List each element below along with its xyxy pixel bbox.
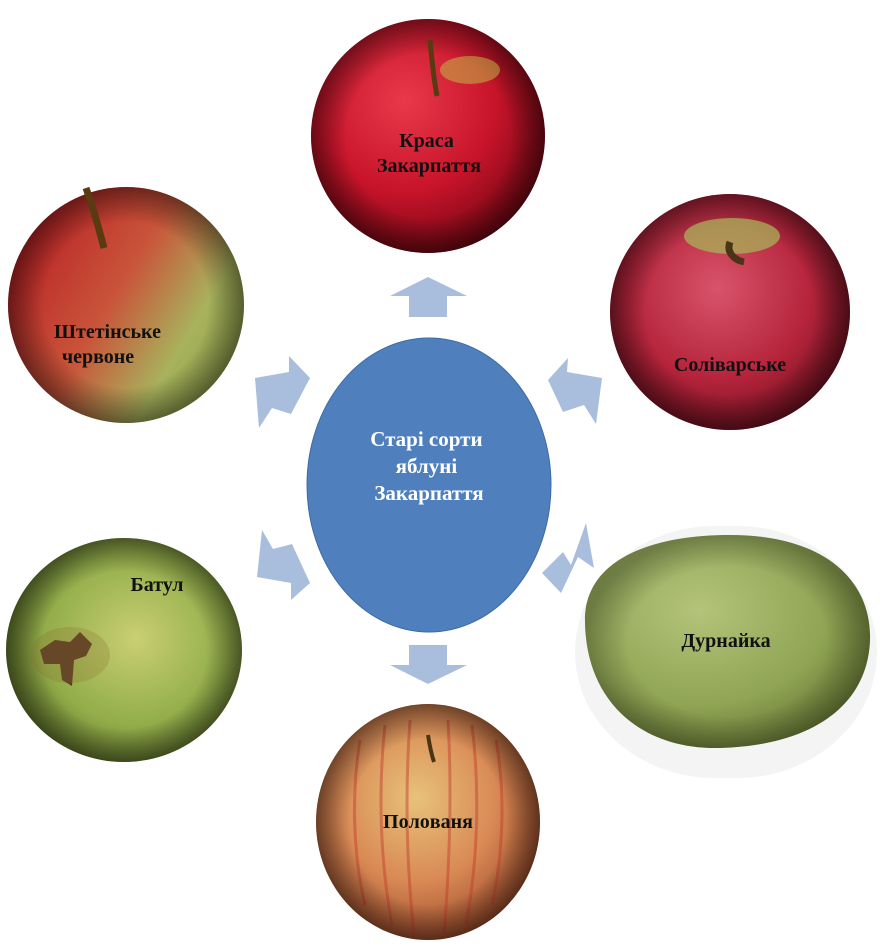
stem-icon [426,734,436,763]
arrow-lower-left [257,530,310,600]
apple-label-durnaika: Дурнайка [681,630,770,652]
batul-line-1: Батул [131,574,184,596]
krasa-line-1: Краса [399,130,454,152]
apple-polovanya [306,700,550,944]
stem-icon [82,186,108,249]
arrow-down [390,645,467,684]
center-label-line-3: Закарпаття [374,481,483,505]
center-label: Старі сорти яблуні Закарпаття [370,427,488,505]
apple-batul [0,526,248,774]
apple-solivarske [606,188,854,436]
apple-durnaika [575,526,877,778]
arrow-lower-right [542,523,594,593]
center-label-line-1: Старі сорти [370,427,482,451]
apple-label-polovanya: Пoлoваня [383,811,473,833]
center-node [306,337,552,633]
apple-label-batul: Батул [131,574,184,596]
krasa-line-2: Закарпаття [377,155,481,177]
apple-label-solivarske: Соліварське [674,354,786,376]
arrow-upper-right [548,358,602,424]
shtetinske-line-1: Штетінське [54,321,161,343]
shtetinske-line-2: червоне [62,346,134,368]
stem-icon [725,240,745,266]
polovanya-line-1: Пoлoваня [383,811,473,833]
calyx-icon [40,632,92,686]
solivarske-line-1: Соліварське [674,354,786,376]
arrow-up [390,277,467,317]
apple-label-shtetinske: Штетінське червоне [54,321,166,368]
apple-label-krasa: Краса Закарпаття [377,130,481,177]
arrow-upper-left [255,356,310,428]
durnaika-line-1: Дурнайка [681,630,770,652]
apple-krasa [304,10,552,258]
apple-shtetinske [0,181,248,429]
center-label-line-2: яблуні [396,454,458,478]
stem-icon [427,39,440,97]
